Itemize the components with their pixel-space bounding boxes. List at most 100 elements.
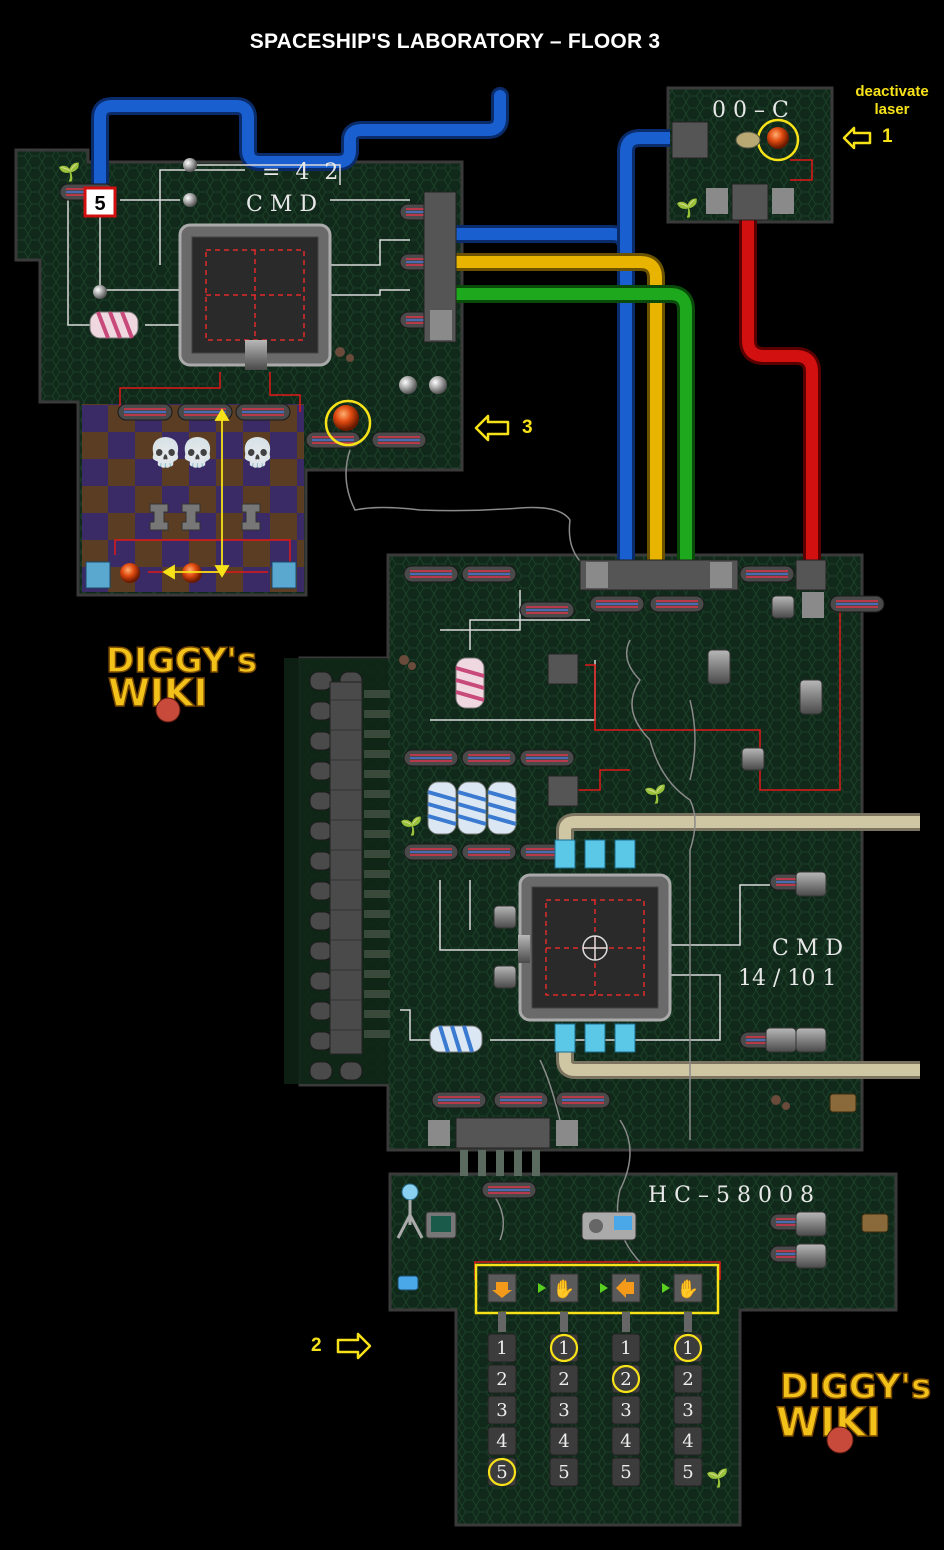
button-step3[interactable] [324, 399, 372, 447]
selector-tiles[interactable]: ✋ ✋ [487, 1273, 703, 1303]
arrow-left-icon [616, 1278, 634, 1298]
left-wing-conduit [329, 681, 390, 1055]
pipe-segment-stripe [312, 436, 354, 444]
column-pipe [684, 1312, 692, 1332]
svg-text:5: 5 [94, 193, 105, 215]
yellow-path-arrows [162, 408, 230, 580]
pipe-segment [309, 671, 333, 691]
highlight-ring [673, 1333, 703, 1363]
top-left-code: = 4 2 [262, 160, 342, 185]
hand-icon: ✋ [677, 1278, 699, 1299]
cmd-block-top [178, 223, 332, 370]
pipe-segment [309, 701, 333, 721]
deactivate-label: deactivate [855, 83, 929, 100]
digit-label: 4 [496, 1431, 507, 1452]
pipe-segment [309, 1061, 333, 1081]
camera-device-icon [581, 1211, 637, 1241]
digit-tile[interactable] [611, 1426, 641, 1456]
digit-label: 2 [620, 1369, 631, 1390]
digit-tile[interactable] [487, 1395, 517, 1425]
digit-label: 5 [620, 1462, 631, 1483]
digit-label: 2 [496, 1369, 507, 1390]
digit-label: 4 [620, 1431, 631, 1452]
pipe-segment-stripe [242, 408, 284, 416]
pipe-segment-stripe [526, 606, 568, 614]
svg-text:💀: 💀 [148, 436, 183, 469]
pipe-segment [309, 791, 333, 811]
skull-icon: 💀💀💀 [148, 436, 275, 469]
pipe-segment-stripe [378, 436, 420, 444]
digit-label: 5 [682, 1462, 693, 1483]
main-ratio: 14 / 10 1 [738, 966, 836, 991]
pipe-segment-stripe [656, 600, 698, 608]
grey-cables [345, 449, 696, 1263]
diggy-wiki-logo: DIGGY's WIKI [105, 640, 258, 723]
pipe-segment-stripe [410, 754, 452, 762]
digit-tile[interactable] [673, 1364, 703, 1394]
striped-tank-pink-vertical [455, 657, 485, 709]
green-pipe [455, 285, 695, 560]
pipe-segment-stripe [596, 600, 638, 608]
digit-tile[interactable] [549, 1457, 579, 1487]
digit-tile[interactable] [549, 1364, 579, 1394]
column-pipe [560, 1312, 568, 1332]
digit-label: 2 [558, 1369, 569, 1390]
digit-tile[interactable] [673, 1426, 703, 1456]
treasure-chest-icon [829, 1093, 889, 1233]
pipe-segment [309, 971, 333, 991]
top-left-cmd: C M D [246, 192, 317, 217]
digit-tile[interactable] [487, 1333, 517, 1363]
pipe-segment-stripe [500, 1096, 542, 1104]
highlight-ring [549, 1333, 579, 1363]
pipe-segment-stripe [410, 570, 452, 578]
svg-text:DIGGY's: DIGGY's [106, 641, 257, 681]
digit-label: 1 [682, 1338, 693, 1359]
pipe-segment [309, 1001, 333, 1021]
dish-device-icon [735, 131, 761, 149]
monitor-icon [425, 1211, 457, 1239]
digit-label: 3 [682, 1400, 693, 1421]
red-button-icon [120, 563, 202, 583]
tesla-coil-icon [396, 1183, 424, 1239]
pipe-segment-stripe [562, 1096, 604, 1104]
svg-text:🌱: 🌱 [706, 1468, 728, 1488]
digit-tile[interactable] [611, 1457, 641, 1487]
striped-tanks-blue [427, 781, 517, 1053]
pipe-segment [309, 731, 333, 751]
grate [460, 1150, 540, 1176]
top-right-code: 0 0 – C [712, 98, 789, 123]
digit-label: 1 [496, 1338, 507, 1359]
pipe-segment [339, 1061, 363, 1081]
pipe-segment-stripe [746, 570, 788, 578]
digit-tile[interactable] [549, 1426, 579, 1456]
digit-tile[interactable] [673, 1395, 703, 1425]
step-2-label: 2 [311, 1335, 322, 1356]
main-cmd: C M D [772, 936, 843, 961]
digit-tile[interactable] [611, 1333, 641, 1363]
pipe-segment-stripe [526, 754, 568, 762]
digit-tile[interactable] [611, 1395, 641, 1425]
pipe-segment-stripe [438, 1096, 480, 1104]
step-3-label: 3 [522, 417, 533, 438]
digit-label: 4 [682, 1431, 693, 1452]
column-pipe [622, 1312, 630, 1332]
pipe-segment-stripe [468, 570, 510, 578]
highlight-ring [487, 1457, 517, 1487]
digit-tile[interactable] [673, 1457, 703, 1487]
pipe-segment-stripe [488, 1186, 530, 1194]
digit-label: 3 [558, 1400, 569, 1421]
blue-pipe-top [91, 87, 509, 199]
laser-emitter-icon [85, 561, 297, 589]
hand-icon: ✋ [553, 1278, 575, 1299]
pipe-segment-stripe [468, 848, 510, 856]
hint-arrow-right-icon [336, 1332, 372, 1360]
deactivate-note: deactivate laser [844, 83, 940, 118]
digit-label: 1 [558, 1338, 569, 1359]
svg-text:🌱: 🌱 [58, 162, 80, 182]
digit-tile[interactable] [549, 1395, 579, 1425]
digit-tile[interactable] [487, 1426, 517, 1456]
digit-label: 1 [620, 1338, 631, 1359]
striped-tank-pink [89, 311, 139, 339]
digit-tile[interactable] [487, 1364, 517, 1394]
